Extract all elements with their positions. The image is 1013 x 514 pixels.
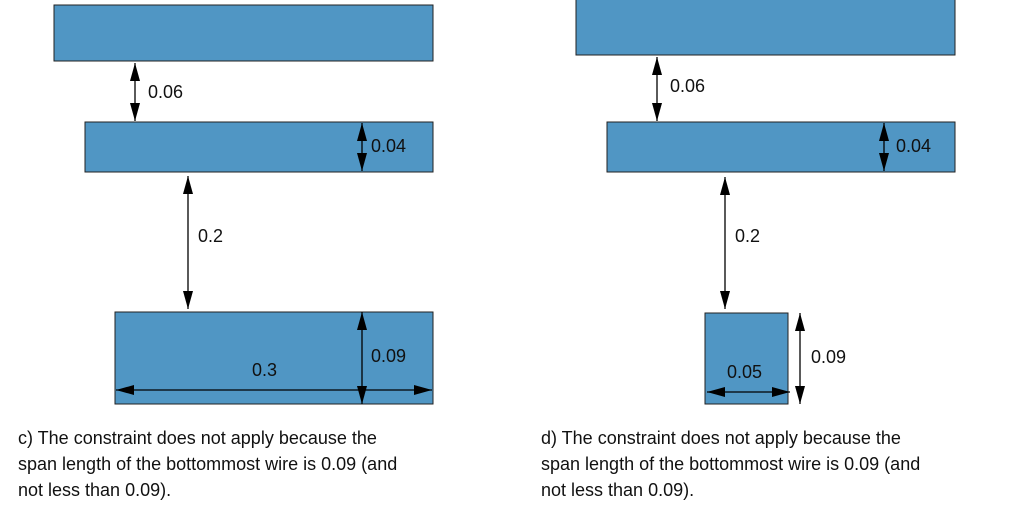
middle-wire — [84, 121, 434, 173]
caption-line: c) The constraint does not apply because… — [18, 428, 377, 448]
caption-d: d) The constraint does not apply because… — [541, 425, 1001, 503]
caption-line: not less than 0.09). — [18, 480, 172, 500]
caption-c: c) The constraint does not apply because… — [18, 425, 478, 503]
width-label-bottom: 0.09 — [371, 346, 406, 366]
top-wire — [575, 0, 956, 56]
width-label-bottom: 0.09 — [811, 347, 846, 367]
spacing-label-bottom: 0.2 — [735, 226, 760, 246]
span-label-bottom: 0.3 — [252, 360, 277, 380]
caption-line: span length of the bottommost wire is 0.… — [541, 454, 921, 474]
caption-line: d) The constraint does not apply because… — [541, 428, 901, 448]
top-wire — [53, 4, 434, 62]
spacing-label-bottom: 0.2 — [198, 226, 223, 246]
caption-line: not less than 0.09). — [541, 480, 695, 500]
bottom-wire — [704, 312, 789, 405]
panel-d: 0.06 0.04 0.2 0.09 0.05 — [575, 0, 956, 405]
caption-line: span length of the bottommost wire is 0.… — [18, 454, 398, 474]
spacing-label-top: 0.06 — [670, 76, 705, 96]
span-label-bottom: 0.05 — [727, 362, 762, 382]
panel-c: 0.06 0.04 0.2 0.09 0.3 — [53, 4, 434, 405]
width-label-middle: 0.04 — [896, 136, 931, 156]
width-label-middle: 0.04 — [371, 136, 406, 156]
spacing-label-top: 0.06 — [148, 82, 183, 102]
middle-wire — [606, 121, 956, 173]
